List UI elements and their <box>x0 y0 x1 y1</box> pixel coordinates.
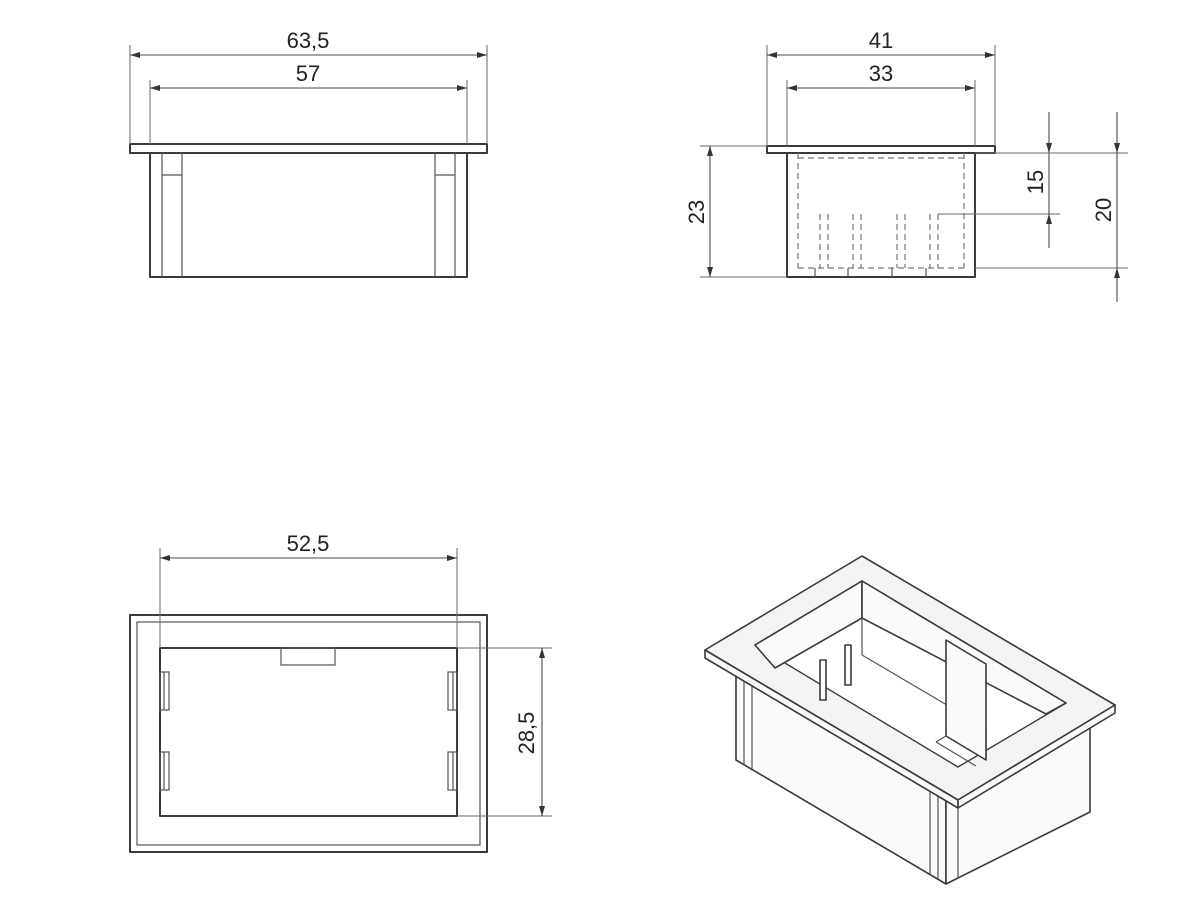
dim-label-front-outer: 63,5 <box>287 28 330 53</box>
side-view: 41 33 23 15 20 <box>684 28 1128 302</box>
dim-label-side-inner: 33 <box>869 61 893 86</box>
side-flange <box>766 145 996 154</box>
side-body <box>786 152 976 278</box>
top-opening <box>159 647 458 817</box>
front-flange <box>129 143 488 154</box>
dim-label-front-inner: 57 <box>296 61 320 86</box>
isometric-view <box>704 555 1116 885</box>
front-body <box>149 152 468 278</box>
dim-label-top-height: 28,5 <box>514 712 539 755</box>
top-view: 52,5 28,5 <box>129 531 552 853</box>
dim-label-top-width: 52,5 <box>287 531 330 556</box>
dim-label-side-height: 23 <box>684 200 709 224</box>
front-view: 63,5 57 <box>129 28 488 278</box>
dim-label-side-body-height: 20 <box>1091 198 1116 222</box>
dim-label-side-depth: 15 <box>1023 170 1048 194</box>
top-outer-frame <box>129 614 488 853</box>
dim-label-side-outer: 41 <box>869 28 893 53</box>
